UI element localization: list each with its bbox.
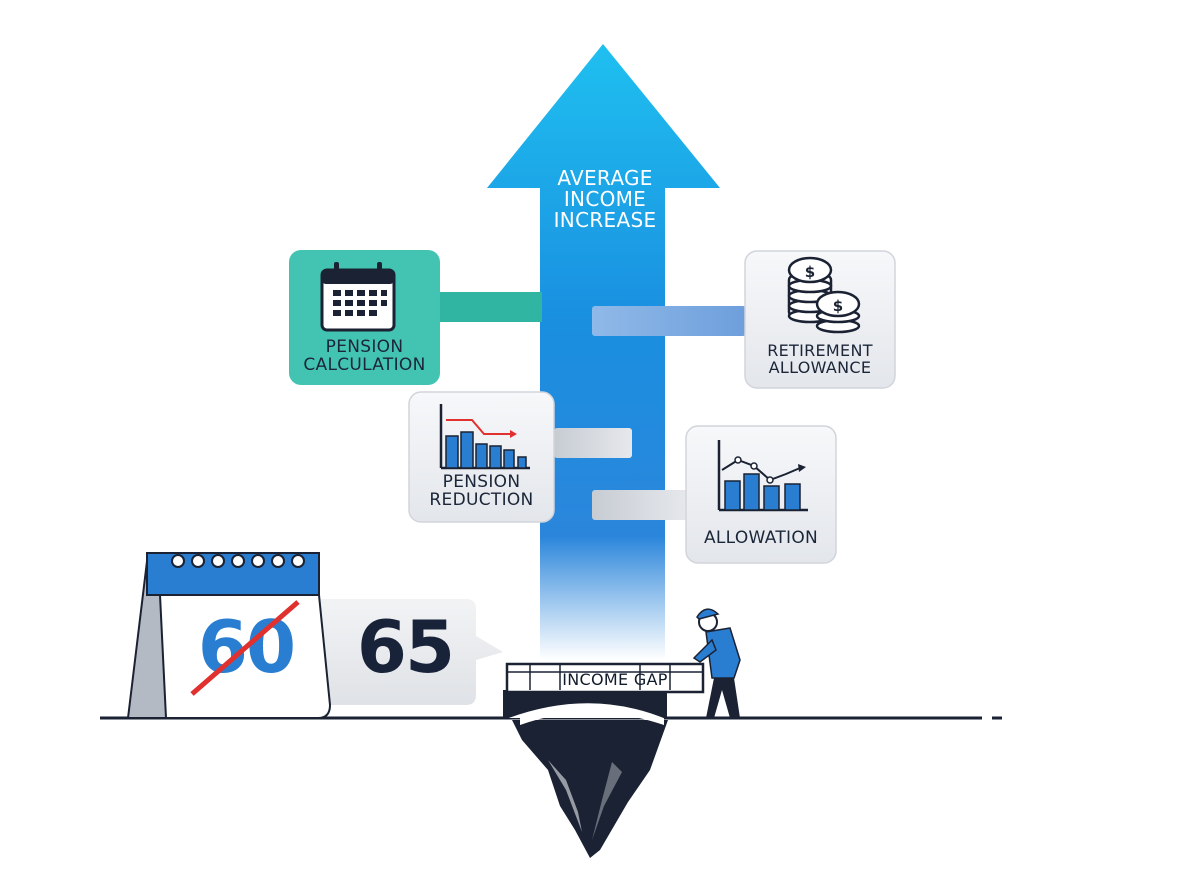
pension-calculation-label: PENSION CALCULATION — [289, 337, 440, 375]
connector-pension-calculation — [440, 292, 542, 322]
pension-calculation-label-line2: CALCULATION — [303, 354, 426, 375]
income-gap-label: INCOME GAP — [562, 670, 668, 689]
dollar-sign-icon: $ — [805, 263, 815, 281]
chasm — [512, 704, 668, 858]
new-retirement-age: 65 — [356, 605, 455, 689]
pension-reduction-label: PENSION REDUCTION — [409, 472, 554, 510]
worker-figure — [692, 608, 741, 718]
allowation-label-line1: ALLOWATION — [703, 528, 819, 548]
line-bar-chart-icon — [717, 440, 808, 512]
declining-bar-chart-icon — [439, 404, 530, 470]
allowation-label: ALLOWATION — [686, 528, 836, 548]
income-increase-arrow — [487, 44, 720, 660]
card-pension-reduction — [408, 391, 555, 523]
strike-through-mark — [190, 600, 300, 696]
card-allowation — [685, 425, 837, 564]
card-retirement-allowance: $ $ — [744, 250, 896, 389]
pension-calculation-label-line1: PENSION — [325, 337, 404, 357]
connector-retirement-allowance — [592, 306, 746, 336]
pension-reduction-label-line1: PENSION — [442, 472, 521, 492]
dollar-sign-icon: $ — [833, 297, 843, 315]
bridge — [503, 662, 705, 720]
connector-allowation — [592, 490, 688, 520]
card-pension-calculation — [289, 250, 440, 385]
arrow-label-line2: INCOME — [563, 187, 647, 211]
coins-icon — [787, 256, 861, 334]
retirement-allowance-label-line1: RETIREMENT — [767, 341, 873, 360]
flip-calendar — [126, 552, 332, 719]
retirement-allowance-label: RETIREMENT ALLOWANCE — [745, 341, 895, 377]
arrow-label-line3: INCREASE — [553, 208, 657, 232]
connector-pension-reduction — [554, 428, 632, 458]
arrow-label: AVERAGE INCOME INCREASE — [520, 168, 690, 231]
calendar-icon — [320, 262, 396, 332]
new-age-bubble — [318, 599, 503, 705]
arrow-label-line1: AVERAGE — [557, 166, 653, 190]
pension-reduction-label-line2: REDUCTION — [429, 489, 534, 510]
calendar-rings — [171, 554, 305, 568]
retirement-allowance-label-line2: ALLOWANCE — [768, 357, 872, 377]
